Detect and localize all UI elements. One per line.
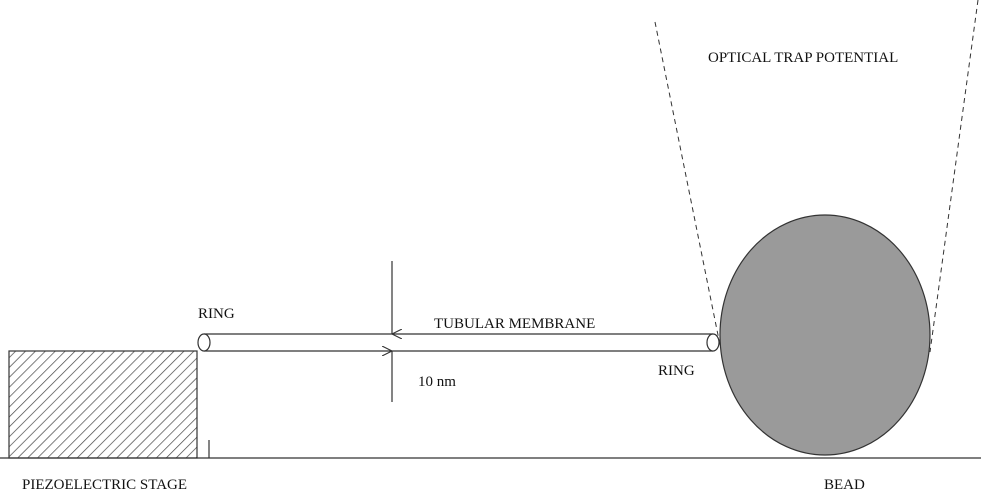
tubular-membrane-label: TUBULAR MEMBRANE bbox=[434, 316, 595, 332]
thickness-label: 10 nm bbox=[418, 374, 456, 390]
ring-left bbox=[197, 333, 211, 352]
ring-left-label: RING bbox=[198, 306, 235, 322]
bead bbox=[719, 214, 931, 456]
ring-right bbox=[706, 333, 720, 352]
piezoelectric-stage-block bbox=[8, 350, 198, 459]
optical-trap-label: OPTICAL TRAP POTENTIAL bbox=[708, 50, 898, 66]
ring-right-label: RING bbox=[658, 363, 695, 379]
bead-label: BEAD bbox=[824, 477, 865, 491]
piezoelectric-stage-label: PIEZOELECTRIC STAGE bbox=[22, 477, 187, 491]
optical-trap-right-boundary bbox=[929, 0, 979, 353]
optical-trap-left-boundary bbox=[654, 21, 721, 346]
